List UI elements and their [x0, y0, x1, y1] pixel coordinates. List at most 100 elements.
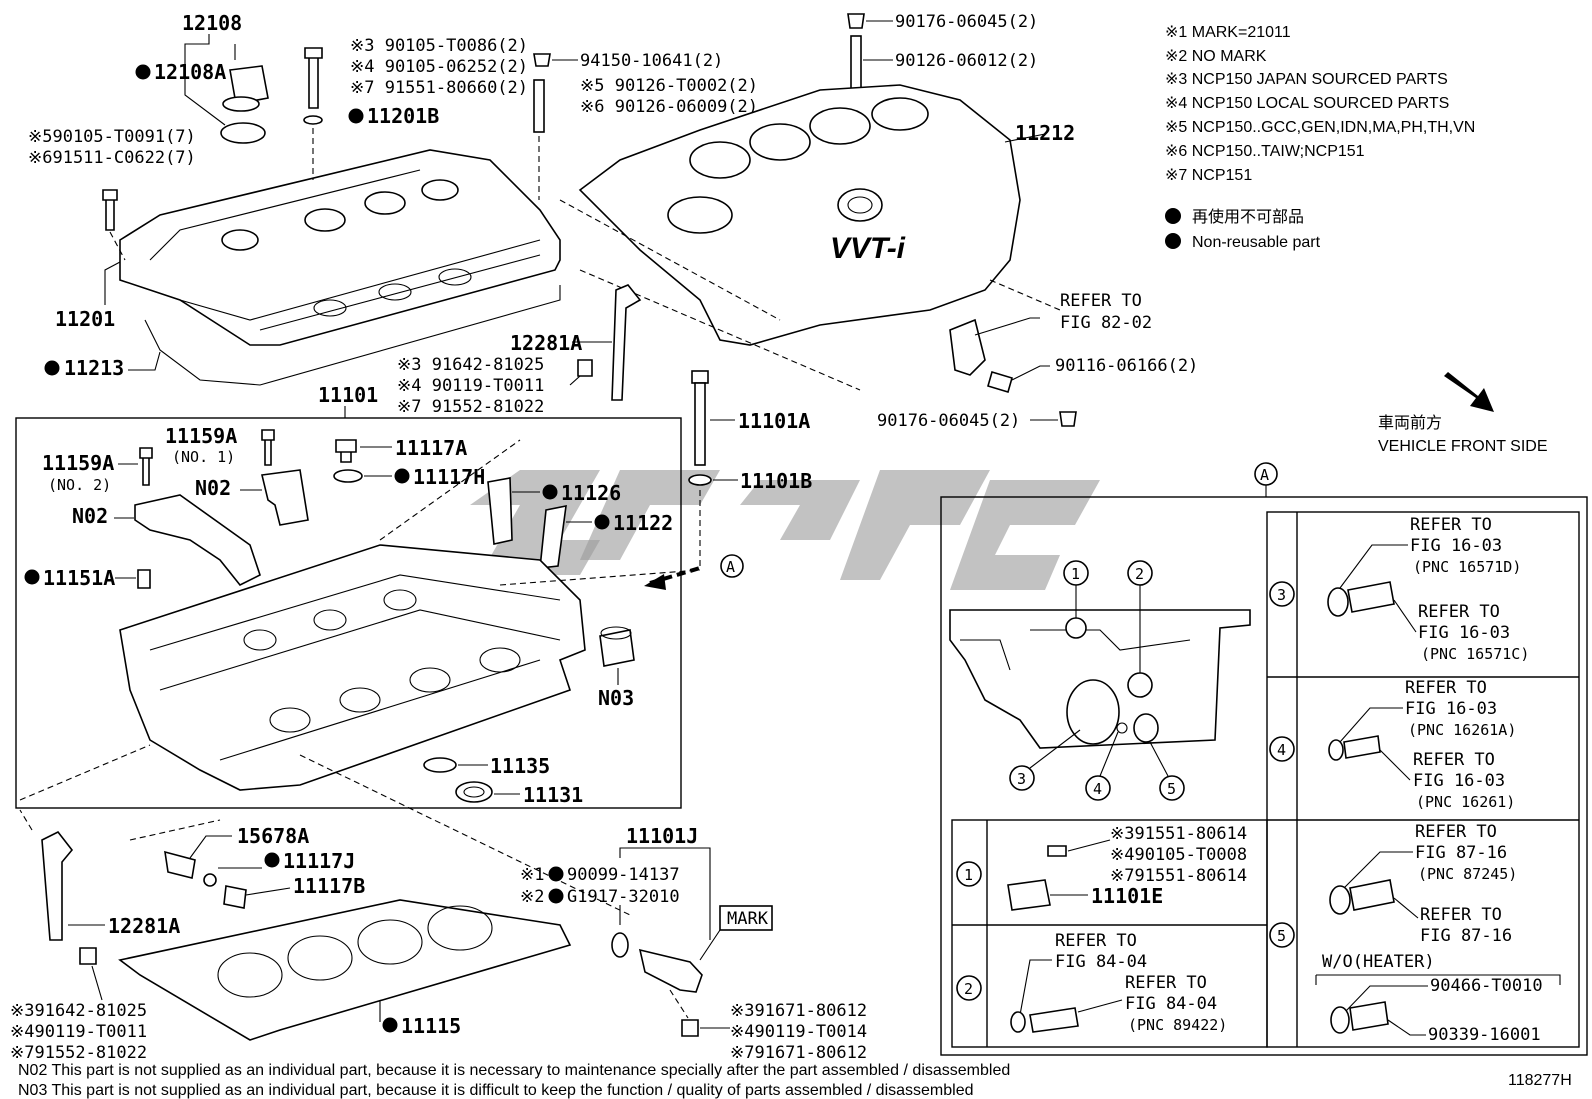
label-stud-5: ※5 90126-T0002(2): [580, 76, 758, 96]
label-11201: 11201: [55, 307, 115, 331]
engine-cover-icon: [578, 84, 1021, 346]
oil-cap-icon: [229, 65, 269, 105]
engine-cover-group: 90176-06045(2) 90126-06012(2) VVT-i 1121…: [559, 12, 1198, 431]
label-hook-bolt-3: ※3 91642-81025: [397, 355, 544, 375]
legend-note-3: ※3 NCP150 JAPAN SOURCED PARTS: [1165, 71, 1448, 88]
cylinder-head-icon: [119, 544, 586, 791]
legend-note-4: ※4 NCP150 LOCAL SOURCED PARTS: [1165, 95, 1449, 112]
toyota-logo-icon: [837, 188, 883, 222]
label-11135: 11135: [490, 754, 550, 778]
port-2-icon: [1127, 672, 1153, 698]
r4-refer-b: REFER TO: [1413, 750, 1495, 770]
row-3-callout: [1269, 581, 1295, 607]
cover-gasket-outline: [144, 285, 561, 386]
label-11213: 11213: [64, 356, 124, 380]
cap-bolt-icon: [261, 429, 275, 466]
cam-cap-no2-icon: [134, 494, 261, 587]
label-11117H: 11117H: [413, 465, 485, 489]
r4-refer-a2: FIG 16-03: [1405, 699, 1497, 719]
row-5-hose2-icon: [1349, 1001, 1389, 1031]
cam-cap-no1-icon: [261, 469, 309, 526]
mark-box: [719, 905, 773, 931]
row-5-hose-icon: [1349, 879, 1395, 911]
row-4-clamp-icon: [1328, 739, 1344, 761]
nonreusable-dot-icon: [1165, 233, 1181, 249]
detail-right-frame: [1266, 511, 1580, 1048]
label-nut-top: 90176-06045(2): [895, 12, 1038, 32]
row-3-callout-text: 3: [1277, 586, 1286, 604]
label-11122: 11122: [613, 511, 673, 535]
label-11131: 11131: [523, 783, 583, 807]
arrow-left-icon: [644, 574, 666, 590]
cover-bracket-icon: [949, 318, 986, 376]
figure-number: 118277H: [1508, 1072, 1572, 1089]
engine-hook-icon: [611, 284, 642, 401]
r1-bolt-4: ※490105-T0008: [1110, 845, 1247, 865]
label-15678A: 15678A: [237, 824, 309, 848]
head-bolt-icon: [691, 370, 709, 384]
label-11159A-no2-sub: (NO. 2): [48, 476, 111, 494]
row-2-callout-text: 2: [964, 980, 973, 998]
legend-nonreusable-jp: 再使用不可部品: [1192, 208, 1304, 226]
r5-pn2: 90339-16001: [1428, 1025, 1541, 1045]
cylinder-head-cover-icon: [119, 149, 561, 346]
row-5-clamp-icon: [1329, 885, 1351, 915]
r3-refer-a2: FIG 16-03: [1410, 536, 1502, 556]
label-12281A-lower: 12281A: [108, 914, 180, 938]
callout-4: [1085, 775, 1111, 801]
row-2-sensor-icon: [1029, 1007, 1079, 1033]
r4-pnc-b: (PNC 16261): [1416, 793, 1515, 811]
callout-4-text: 4: [1093, 780, 1102, 798]
label-hook-bolt2-3: ※391642-81025: [10, 1001, 147, 1021]
nonreusable-dot-icon: [1165, 208, 1181, 224]
r5-refer-b2: FIG 87-16: [1420, 926, 1512, 946]
legend-note-1: ※1 MARK=21011: [1165, 24, 1291, 41]
legend-note-7: ※7 NCP151: [1165, 167, 1252, 184]
label-11159A-no1-sub: (NO. 1): [172, 448, 235, 466]
label-hook-bolt2-7: ※791552-81022: [10, 1043, 147, 1063]
legend-nonreusable-en: Non-reusable part: [1192, 234, 1321, 251]
label-11159A-no1: 11159A: [165, 424, 237, 448]
ref-a-circle: [720, 554, 744, 578]
label-12281A: 12281A: [510, 331, 582, 355]
bottom-nut-icon: [1059, 411, 1077, 427]
r5-refer-a: REFER TO: [1415, 822, 1497, 842]
r2-refer-b2: FIG 84-04: [1125, 994, 1217, 1014]
row-1-callout-text: 1: [964, 866, 973, 884]
r3-pnc-b: (PNC 16571C): [1421, 645, 1529, 663]
row-2-washer-icon: [1010, 1011, 1026, 1033]
tube-11126-icon: [487, 477, 513, 545]
legend-note-5: ※5 NCP150..GCC,GEN,IDN,MA,PH,TH,VN: [1165, 119, 1475, 136]
lower-hook-icon: [41, 830, 74, 941]
label-bolt-90116: 90116-06166(2): [1055, 356, 1198, 376]
label-n02-a: N02: [195, 476, 231, 500]
row-3-clamp-icon: [1327, 587, 1349, 617]
label-refer-82-a: REFER TO: [1060, 291, 1142, 311]
top-nut-icon: [847, 13, 865, 29]
direction-en: VEHICLE FRONT SIDE: [1378, 438, 1548, 455]
plug-icon: [335, 439, 357, 463]
label-11115: 11115: [401, 1014, 461, 1038]
r2-refer-b: REFER TO: [1125, 973, 1207, 993]
n03-sleeve-icon: [599, 629, 635, 667]
row-5-callout: [1269, 922, 1295, 948]
label-bolt-cover-4: ※4 90105-06252(2): [350, 57, 528, 77]
label-s1: ※1: [520, 865, 544, 885]
label-11212: 11212: [1015, 121, 1075, 145]
label-nut-94150: 94150-10641(2): [580, 51, 723, 71]
callout-2-text: 2: [1135, 565, 1144, 583]
row-1-sensor-icon: [1007, 879, 1051, 911]
label-hook-bolt2-4: ※490119-T0011: [10, 1022, 147, 1042]
callout-5-text: 5: [1167, 780, 1176, 798]
label-11117J: 11117J: [283, 849, 355, 873]
r1-bolt-3: ※391551-80614: [1110, 824, 1247, 844]
head-gasket-icon: [118, 899, 572, 1041]
tube-11122-icon: [539, 504, 567, 569]
oil-cap-gasket-icon: [220, 122, 266, 144]
label-s1-pn: 90099-14137: [567, 865, 680, 885]
r4-refer-b2: FIG 16-03: [1413, 771, 1505, 791]
label-hook-bolt-4: ※4 90119-T0011: [397, 376, 544, 396]
legend-note-2: ※2 NO MARK: [1165, 48, 1267, 65]
label-11126: 11126: [561, 481, 621, 505]
